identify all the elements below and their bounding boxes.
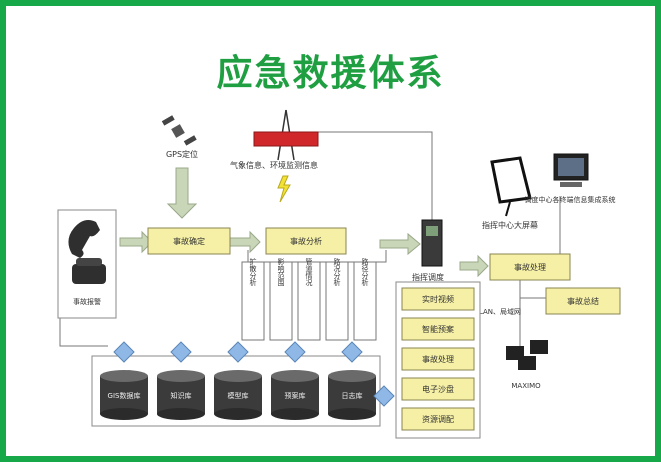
analysis-column: 影响范围 (269, 257, 293, 341)
database-label: 日志库 (342, 391, 363, 400)
dispatch-device-icon (421, 219, 443, 267)
telephone-icon (72, 258, 106, 284)
diagram-title: 应急救援体系 (216, 53, 445, 94)
link-diamond-icon (284, 341, 306, 363)
command-center-label: 指挥中心大屏幕 (482, 220, 538, 230)
link-diamond-icon (113, 341, 135, 363)
confirm-box: 事故确定 (147, 227, 231, 255)
action-box: 实时视频 (401, 287, 475, 311)
phone-group: 事故报警 (57, 209, 117, 319)
action-box: 事故处理 (401, 347, 475, 371)
analysis-columns: 扩散分析 影响范围 管道情况 路况分析 路径分析 (241, 257, 377, 341)
analysis-column: 扩散分析 (241, 257, 265, 341)
analysis-box: 事故分析 (265, 227, 347, 255)
handling-box: 事故处理 (489, 253, 571, 281)
analysis-column-label: 管道情况 (305, 257, 313, 287)
weather-label: 气象信息、环境监测信息 (230, 160, 318, 170)
action-box-label: 智能预案 (422, 324, 454, 334)
svg-text:事故总结: 事故总结 (567, 296, 599, 306)
analysis-column-label: 扩散分析 (249, 257, 257, 287)
action-box-label: 资源调配 (422, 414, 454, 424)
alarm-label: 事故报警 (73, 297, 101, 306)
lan-label: LAN、局域网 (479, 307, 521, 316)
link-diamond-icon (373, 385, 395, 407)
analysis-column: 路况分析 (325, 257, 349, 341)
link-diamond-icon (227, 341, 249, 363)
svg-text:事故确定: 事故确定 (173, 236, 205, 246)
database-group: GIS数据库 知识库 模型库 预案库 日志库 (91, 341, 395, 427)
analysis-column: 管道情况 (297, 257, 321, 341)
integrated-label: 调度中心各终端信息集成系统 (525, 195, 616, 204)
monitor-icon (553, 153, 589, 187)
computer-icon (506, 340, 548, 370)
database-label: 知识库 (171, 391, 192, 400)
action-box: 资源调配 (401, 407, 475, 431)
summary-box: 事故总结 (545, 287, 621, 315)
analysis-column: 路径分析 (353, 257, 377, 341)
analysis-column-label: 影响范围 (277, 257, 285, 287)
database-cylinder: 知识库 (157, 370, 205, 420)
action-box: 智能预案 (401, 317, 475, 341)
tower-icon (253, 109, 319, 161)
svg-text:事故分析: 事故分析 (290, 236, 322, 246)
action-box-label: 实时视频 (422, 294, 454, 304)
database-cylinder: 预案库 (271, 370, 319, 420)
signal-bolt-icon (277, 175, 291, 203)
action-box-label: 电子沙盘 (422, 384, 454, 394)
analysis-column-label: 路况分析 (333, 257, 341, 287)
action-box-label: 事故处理 (422, 354, 454, 364)
projector-screen-icon (490, 156, 532, 217)
gps-label: GPS定位 (166, 149, 198, 159)
svg-text:事故处理: 事故处理 (514, 262, 546, 272)
link-diamond-icon (341, 341, 363, 363)
flow-arrows (119, 167, 489, 278)
satellite-icon (161, 115, 197, 146)
database-label: 模型库 (228, 391, 249, 400)
dispatch-label: 指挥调度 (412, 272, 444, 282)
database-cylinder: GIS数据库 (100, 370, 148, 420)
database-cylinder: 日志库 (328, 370, 376, 420)
link-diamond-icon (170, 341, 192, 363)
maximo-label: MAXIMO (511, 382, 541, 390)
database-label: 预案库 (285, 391, 306, 400)
database-cylinder: 模型库 (214, 370, 262, 420)
action-box: 电子沙盘 (401, 377, 475, 401)
phone-icon (68, 220, 100, 258)
database-label: GIS数据库 (108, 391, 141, 400)
analysis-column-label: 路径分析 (361, 257, 369, 287)
